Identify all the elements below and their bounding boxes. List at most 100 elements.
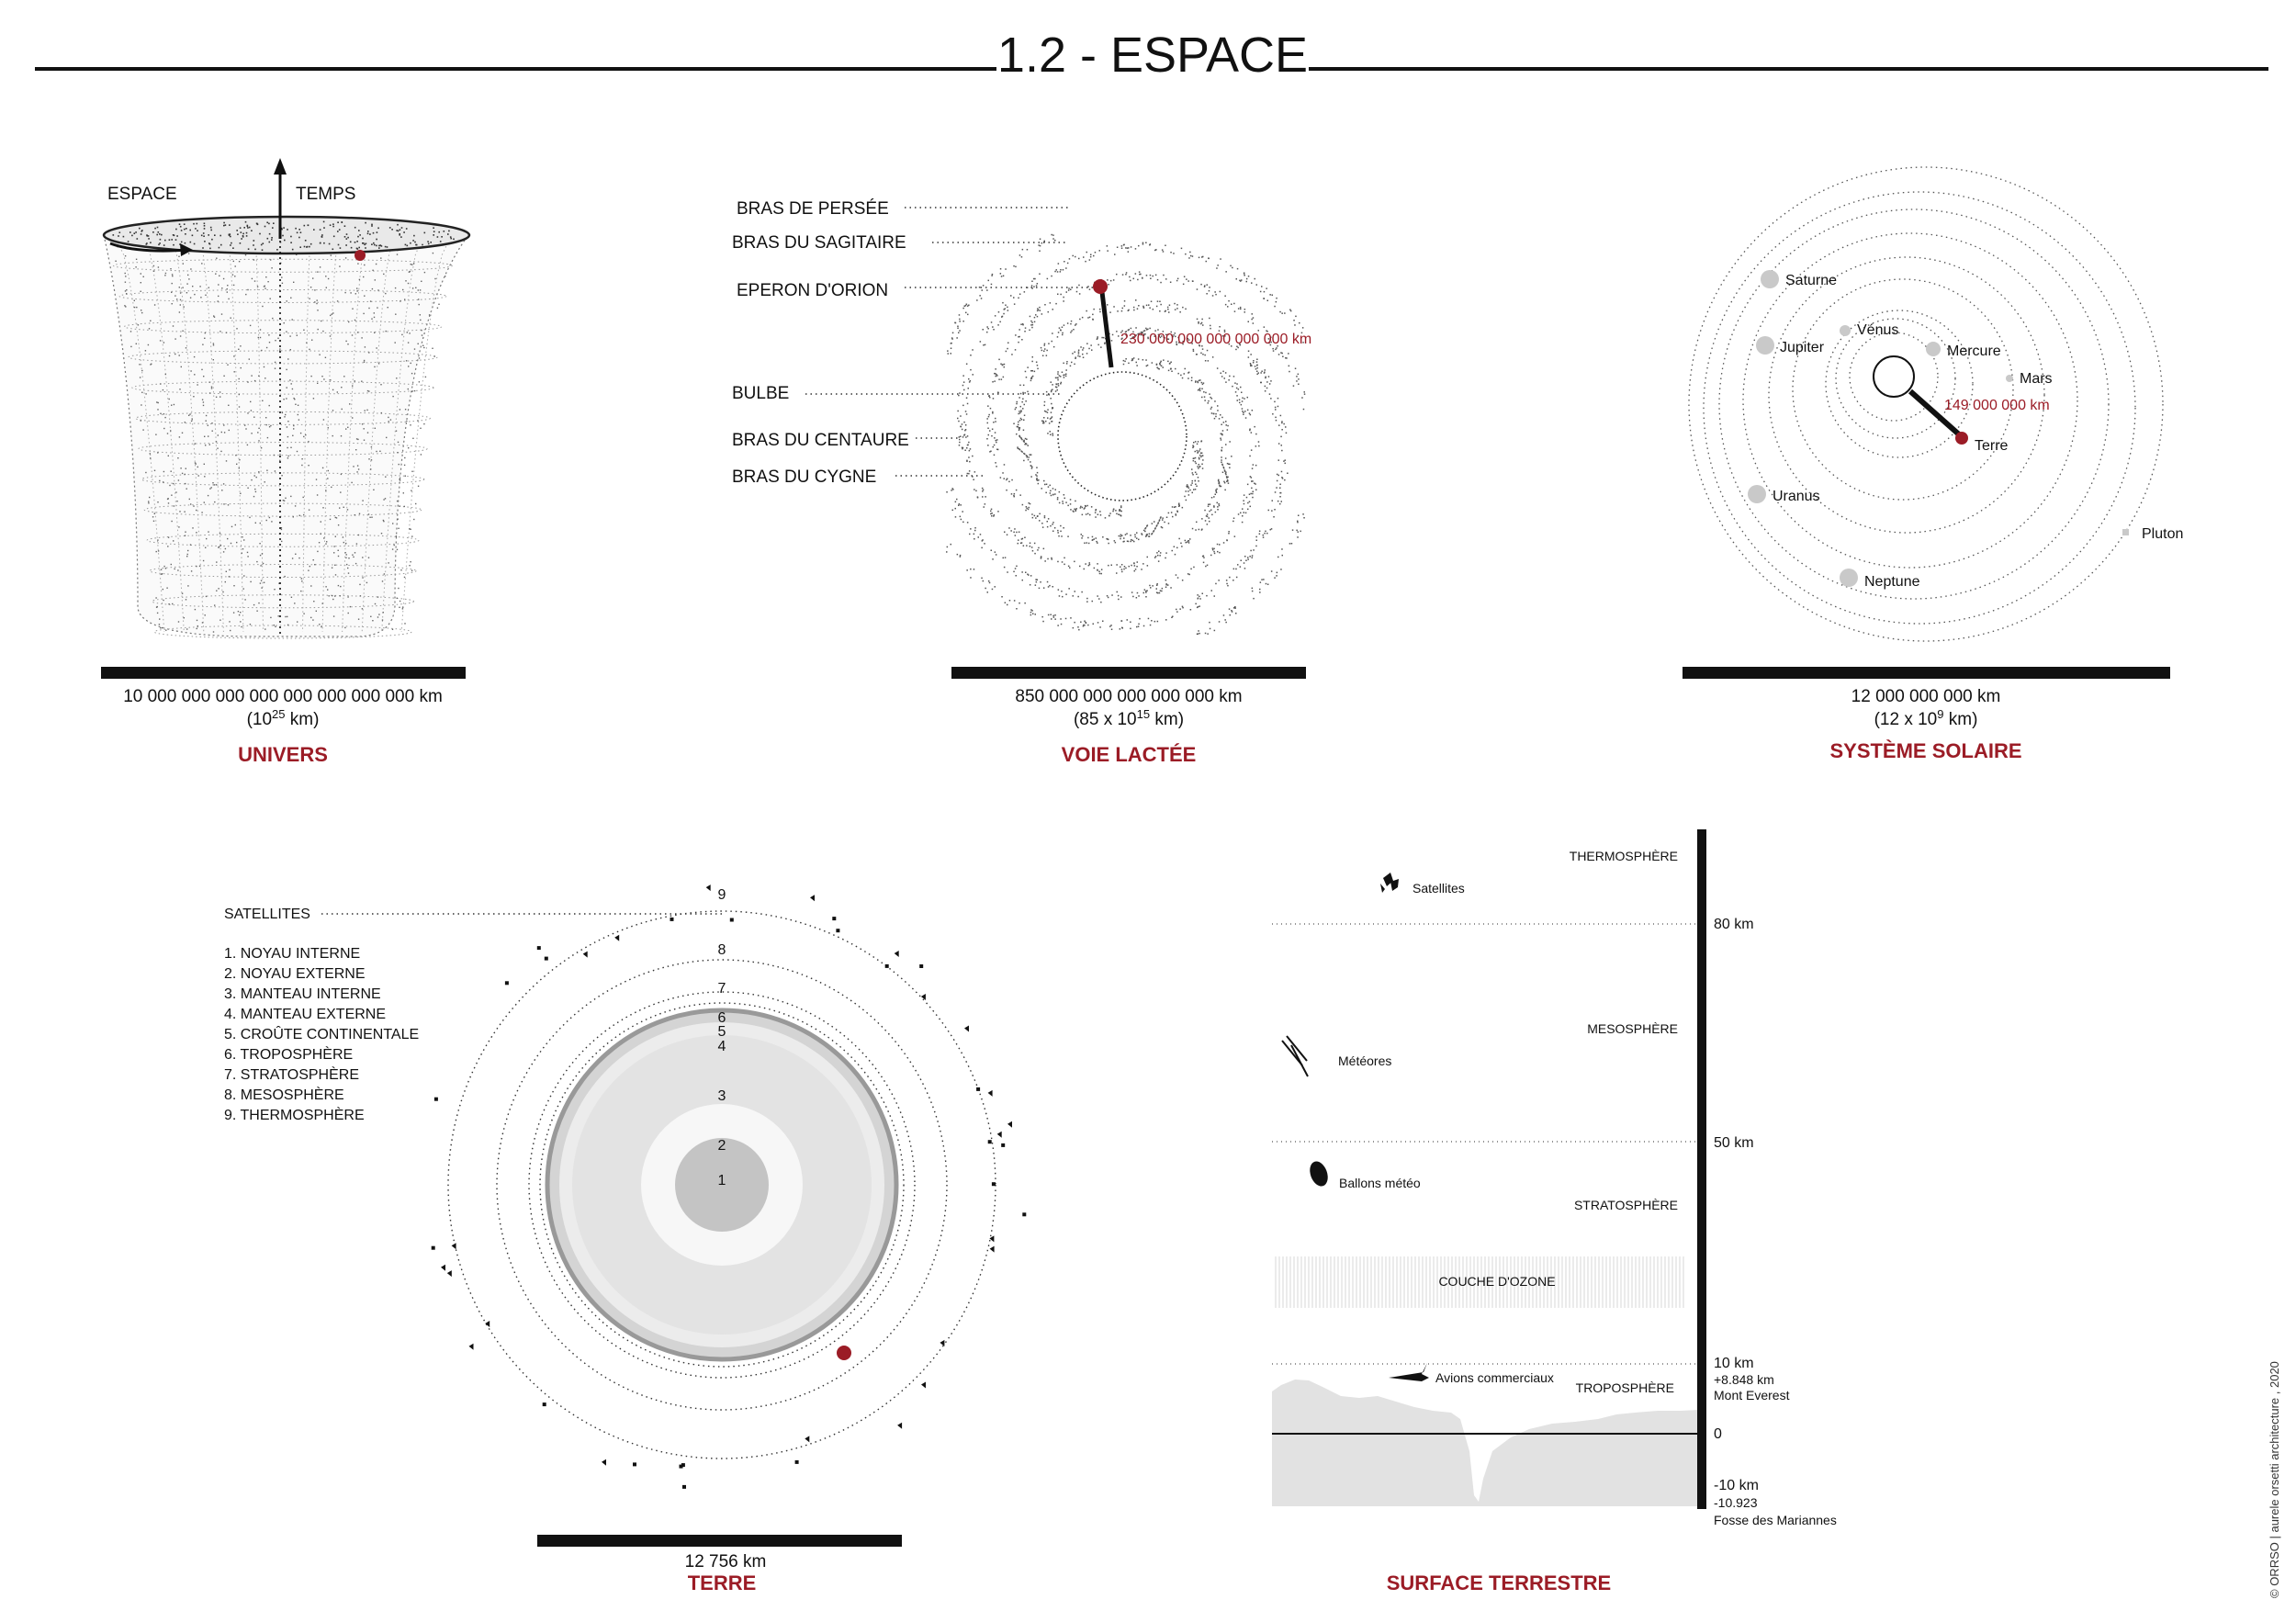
univers-star-speck bbox=[238, 348, 240, 350]
zone-mesosphere: MESOSPHÈRE bbox=[1587, 1021, 1678, 1036]
univers-rim-speck bbox=[247, 248, 250, 250]
space-arrow-curve bbox=[109, 242, 189, 253]
univers-rim-speck bbox=[156, 233, 158, 236]
galaxy-star-speck bbox=[1149, 327, 1151, 330]
galaxy-star-speck bbox=[980, 298, 983, 299]
galaxy-star-speck bbox=[1281, 352, 1283, 355]
galaxy-star-speck bbox=[959, 330, 961, 332]
planet-label-saturne: Saturne bbox=[1785, 273, 1837, 288]
univers-star-speck bbox=[279, 348, 281, 350]
galaxy-star-speck bbox=[1282, 355, 1284, 357]
galaxy-star-speck bbox=[1200, 440, 1203, 442]
univers-star-speck bbox=[160, 383, 162, 385]
ozone-band bbox=[1275, 1256, 1686, 1308]
galaxy-star-speck bbox=[1015, 489, 1018, 491]
galaxy-star-speck bbox=[1277, 397, 1279, 400]
galaxy-star-speck bbox=[1190, 377, 1193, 378]
univers-rim-speck bbox=[171, 239, 173, 241]
galaxy-star-speck bbox=[992, 398, 995, 400]
univers-rim-speck bbox=[303, 224, 306, 227]
galaxy-star-speck bbox=[1133, 562, 1135, 565]
galaxy-star-speck bbox=[1155, 525, 1157, 527]
galaxy-star-speck bbox=[1023, 452, 1025, 455]
galaxy-star-speck bbox=[1191, 479, 1193, 482]
univers-star-speck bbox=[160, 569, 163, 570]
satellite-icon bbox=[1380, 873, 1399, 893]
galaxy-star-speck bbox=[1198, 379, 1200, 382]
galaxy-star-speck bbox=[1003, 312, 1005, 315]
galaxy-star-speck bbox=[1098, 308, 1101, 310]
univers-star-speck bbox=[215, 396, 218, 398]
univers-star-speck bbox=[355, 293, 356, 295]
galaxy-star-speck bbox=[1198, 467, 1199, 469]
layer-number-7: 7 bbox=[718, 981, 726, 997]
univers-rim-speck bbox=[405, 228, 408, 230]
galaxy-star-speck bbox=[1121, 330, 1123, 332]
univers-star-speck bbox=[164, 373, 166, 376]
univers-star-speck bbox=[170, 563, 172, 566]
galaxy-star-speck bbox=[1055, 383, 1057, 385]
univers-star-speck bbox=[201, 512, 203, 513]
univers-star-speck bbox=[194, 443, 196, 445]
galaxy-star-speck bbox=[1195, 380, 1197, 382]
galaxy-star-speck bbox=[1244, 273, 1245, 275]
univers-star-speck bbox=[203, 501, 205, 503]
galaxy-star-speck bbox=[1014, 349, 1017, 351]
galaxy-star-speck bbox=[1251, 590, 1254, 592]
galaxy-star-speck bbox=[1255, 361, 1258, 363]
galaxy-star-speck bbox=[1145, 359, 1147, 361]
galaxy-star-speck bbox=[1263, 298, 1265, 299]
galaxy-star-speck bbox=[1005, 350, 1007, 353]
galaxy-star-speck bbox=[1200, 321, 1203, 324]
univers-star-speck bbox=[210, 386, 213, 388]
galaxy-star-speck bbox=[1034, 614, 1036, 615]
galaxy-star-speck bbox=[1052, 309, 1053, 310]
univers-star-speck bbox=[323, 378, 325, 380]
galaxy-star-speck bbox=[1240, 308, 1242, 310]
univers-rim-speck bbox=[321, 234, 323, 236]
galaxy-star-speck bbox=[1047, 486, 1050, 488]
layer-legend-4: 4. MANTEAU EXTERNE bbox=[224, 1007, 386, 1022]
univers-star-speck bbox=[383, 499, 385, 501]
univers-star-speck bbox=[153, 513, 155, 514]
galaxy-star-speck bbox=[1263, 326, 1266, 328]
galaxy-star-speck bbox=[1040, 556, 1042, 558]
galaxy-star-speck bbox=[1226, 479, 1229, 481]
galaxy-star-speck bbox=[1051, 389, 1052, 391]
univers-star-speck bbox=[172, 603, 174, 605]
galaxy-star-speck bbox=[1039, 310, 1041, 311]
orbit-ring bbox=[1718, 208, 2110, 600]
galaxy-star-speck bbox=[1196, 443, 1199, 445]
galaxy-star-speck bbox=[1255, 539, 1257, 541]
univers-star-speck bbox=[224, 580, 226, 583]
galaxy-star-speck bbox=[1243, 494, 1245, 496]
galaxy-star-speck bbox=[964, 429, 966, 432]
galaxy-star-speck bbox=[1213, 552, 1216, 555]
univers-star-speck bbox=[265, 519, 267, 522]
galaxy-star-speck bbox=[1198, 256, 1200, 259]
galaxy-star-speck bbox=[1202, 255, 1204, 258]
univers-rim-speck bbox=[133, 232, 136, 234]
univers-star-speck bbox=[212, 482, 214, 484]
univers-star-speck bbox=[401, 606, 404, 608]
galaxy-star-speck bbox=[978, 287, 981, 288]
univers-star-speck bbox=[227, 364, 229, 366]
galaxy-star-speck bbox=[1224, 372, 1227, 374]
univers-star-speck bbox=[410, 561, 411, 563]
univers-star-speck bbox=[194, 608, 197, 611]
surface-terrestre-title: SURFACE TERRESTRE bbox=[1387, 1571, 1611, 1594]
univers-rim-speck bbox=[237, 233, 239, 235]
galaxy-star-speck bbox=[1156, 584, 1158, 586]
galaxy-star-speck bbox=[1019, 329, 1020, 331]
galaxy-star-speck bbox=[1170, 587, 1172, 589]
galaxy-star-speck bbox=[1201, 463, 1203, 465]
galaxy-star-speck bbox=[1082, 535, 1084, 537]
galaxy-star-speck bbox=[1266, 532, 1268, 535]
sun-position-marker bbox=[1093, 279, 1108, 294]
galaxy-star-speck bbox=[1302, 342, 1304, 344]
galaxy-star-speck bbox=[1210, 412, 1213, 414]
galaxy-star-speck bbox=[1096, 338, 1098, 340]
galaxy-star-speck bbox=[1128, 565, 1130, 568]
galaxy-star-speck bbox=[1279, 483, 1281, 485]
galaxy-star-speck bbox=[1093, 308, 1095, 310]
